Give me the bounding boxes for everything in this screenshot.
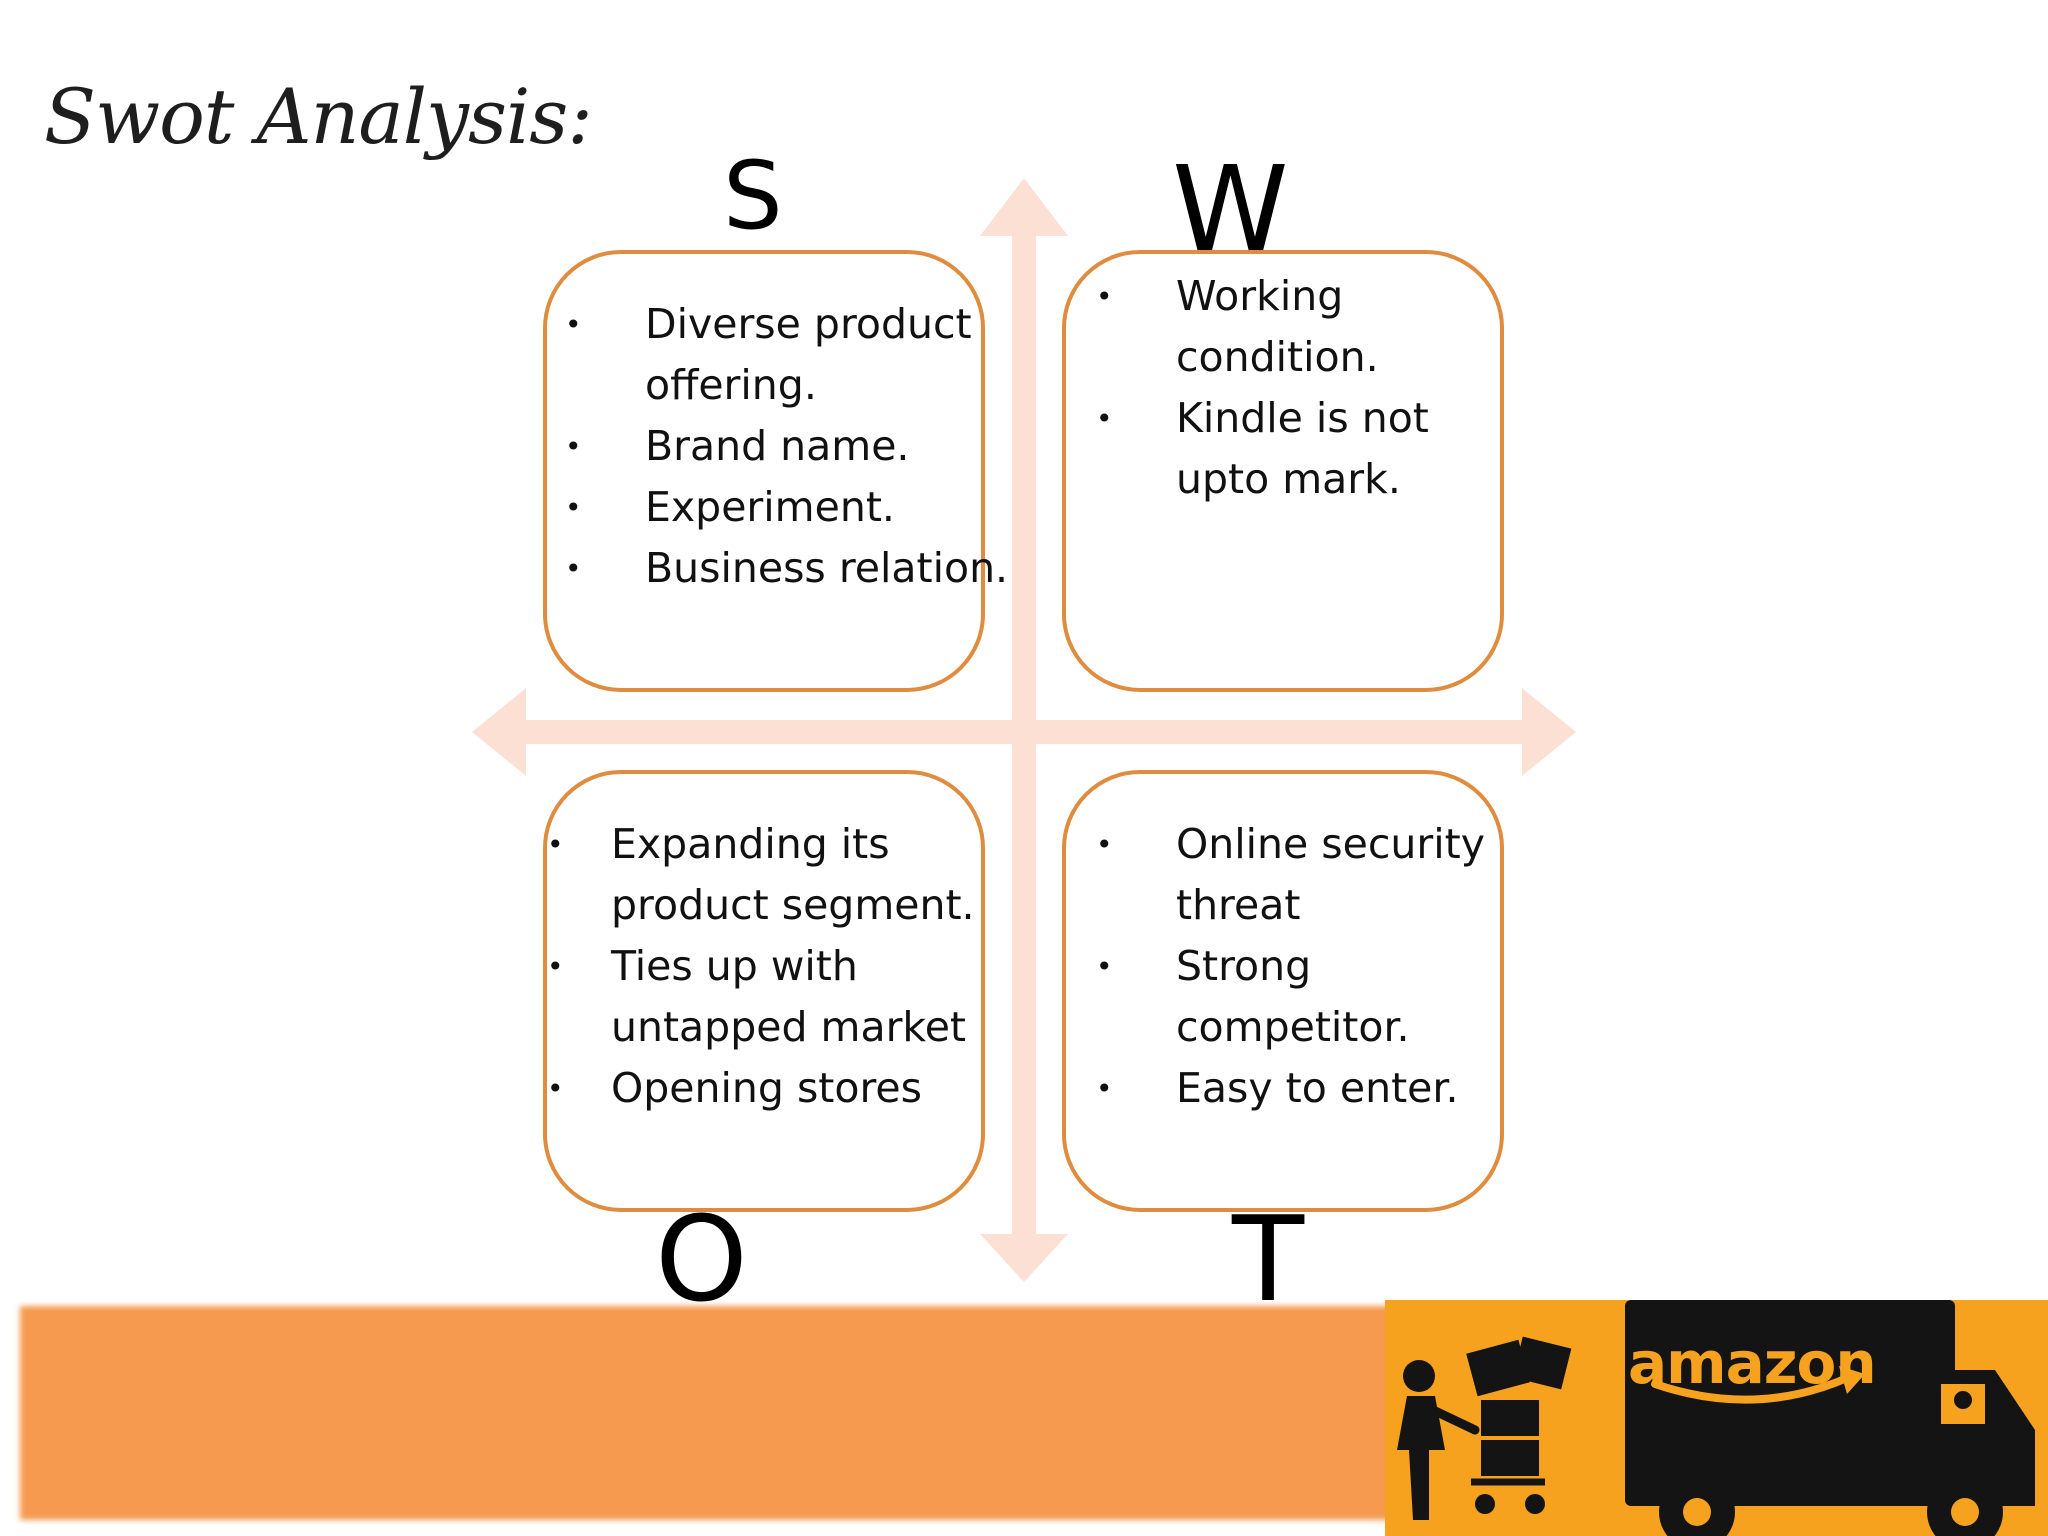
list-item: •Online security	[1096, 814, 1485, 875]
weaknesses-list: •Working condition. •Kindle is not upto …	[1096, 266, 1429, 510]
bullet: •	[565, 491, 582, 524]
list-item: •Experiment.	[565, 477, 1008, 538]
list-item: •Business relation.	[565, 538, 1008, 599]
opportunities-list: •Expanding its product segment. •Ties up…	[547, 814, 975, 1119]
threats-letter: T	[1232, 1190, 1305, 1328]
bullet: •	[565, 308, 582, 341]
slide-title: Swot Analysis:	[44, 72, 593, 161]
opportunities-letter: O	[655, 1190, 748, 1328]
opportunities-box: •Expanding its product segment. •Ties up…	[543, 770, 985, 1212]
list-item: product segment.	[611, 881, 975, 929]
list-item: •Brand name.	[565, 416, 1008, 477]
strengths-letter: S	[723, 142, 783, 251]
bullet: •	[1096, 828, 1113, 861]
horizontal-axis-arrow	[472, 688, 1576, 776]
bullet: •	[547, 950, 564, 983]
amazon-logo-text: amazon	[1628, 1329, 1877, 1397]
list-item: •Expanding its	[547, 814, 975, 875]
list-item: •Ties up with	[547, 936, 975, 997]
bullet: •	[565, 430, 582, 463]
list-item: •Kindle is not	[1096, 388, 1429, 449]
list-item: condition.	[1176, 333, 1379, 381]
list-item: threat	[1176, 881, 1301, 929]
list-item: competitor.	[1176, 1003, 1410, 1051]
footer-band: O T	[0, 1200, 2048, 1536]
list-item: •Working	[1096, 266, 1429, 327]
list-item: untapped market	[611, 1003, 967, 1051]
weaknesses-box: •Working condition. •Kindle is not upto …	[1062, 250, 1504, 692]
bullet: •	[1096, 1072, 1113, 1105]
bullet: •	[547, 828, 564, 861]
bullet: •	[1096, 402, 1113, 435]
strengths-list: •Diverse product offering. •Brand name. …	[565, 294, 1008, 599]
bullet: •	[1096, 950, 1113, 983]
bullet: •	[565, 552, 582, 585]
list-item: •Easy to enter.	[1096, 1058, 1485, 1119]
list-item: •Strong	[1096, 936, 1485, 997]
bullet: •	[1096, 280, 1113, 313]
weaknesses-letter: W	[1172, 140, 1289, 278]
list-item: upto mark.	[1176, 455, 1401, 503]
list-item: •Opening stores	[547, 1058, 975, 1119]
strengths-box: •Diverse product offering. •Brand name. …	[543, 250, 1008, 692]
list-item: offering.	[645, 361, 817, 409]
bullet: •	[547, 1072, 564, 1105]
threats-box: •Online security threat •Strong competit…	[1062, 770, 1504, 1212]
amazon-truck-image	[1385, 1300, 2048, 1536]
list-item: •Diverse product	[565, 294, 1008, 355]
threats-list: •Online security threat •Strong competit…	[1096, 814, 1485, 1119]
